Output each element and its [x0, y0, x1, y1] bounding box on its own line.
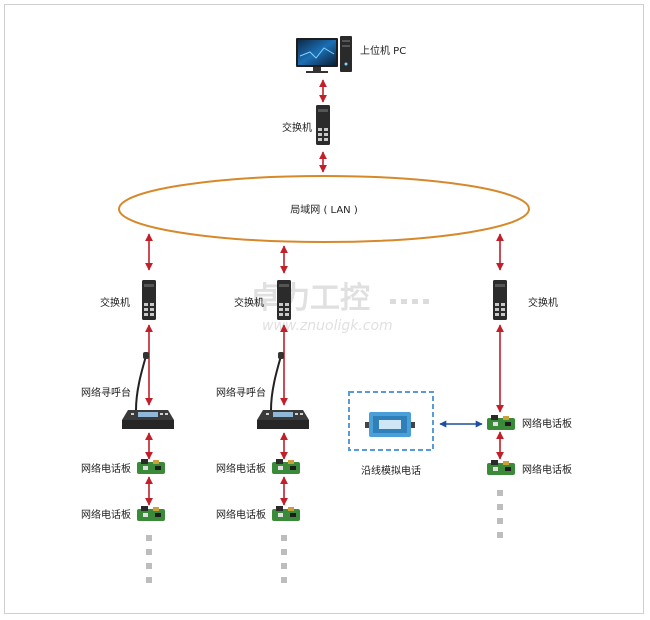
network-phone-board-icon: [137, 506, 165, 521]
top-switch-label: 交换机: [282, 121, 312, 134]
network-switch-icon: [493, 280, 507, 320]
analog-phone-label: 沿线模拟电话: [361, 464, 421, 477]
console1-label: 网络寻呼台: [81, 386, 131, 399]
continuation-dots: [146, 490, 503, 583]
paging-console-icon: [257, 352, 309, 429]
network-phone-board-icon: [487, 415, 515, 430]
watermark-url: www.znuoligk.com: [262, 318, 393, 334]
console2-label: 网络寻呼台: [216, 386, 266, 399]
watermark: 卓力工控 www.znuoligk.com: [250, 281, 429, 334]
board-label: 网络电话板: [81, 462, 131, 475]
diagram-frame: [4, 4, 644, 614]
board-label: 网络电话板: [216, 508, 266, 521]
network-switch-icon: [316, 105, 330, 145]
board-label: 网络电话板: [216, 462, 266, 475]
lan-label: 局域网 ( LAN ): [290, 203, 358, 216]
analog-phone-icon: [365, 412, 415, 437]
desktop-pc-icon: [296, 36, 352, 73]
network-phone-board-icon: [137, 459, 165, 474]
network-phone-board-icon: [272, 506, 300, 521]
watermark-text: 卓力工控: [250, 281, 370, 316]
board-label: 网络电话板: [522, 417, 572, 430]
network-switch-icon: [142, 280, 156, 320]
paging-console-icon: [122, 352, 174, 429]
network-switch-icon: [277, 280, 291, 320]
lan-ellipse: [118, 175, 530, 243]
network-phone-board-icon: [487, 460, 515, 475]
analog-phone-group: [348, 391, 434, 451]
switch3-label: 交换机: [528, 296, 558, 309]
switch1-label: 交换机: [100, 296, 130, 309]
board-label: 网络电话板: [81, 508, 131, 521]
network-phone-board-icon: [272, 459, 300, 474]
pc-label: 上位机 PC: [360, 44, 406, 57]
switch2-label: 交换机: [234, 296, 264, 309]
board-label: 网络电话板: [522, 463, 572, 476]
